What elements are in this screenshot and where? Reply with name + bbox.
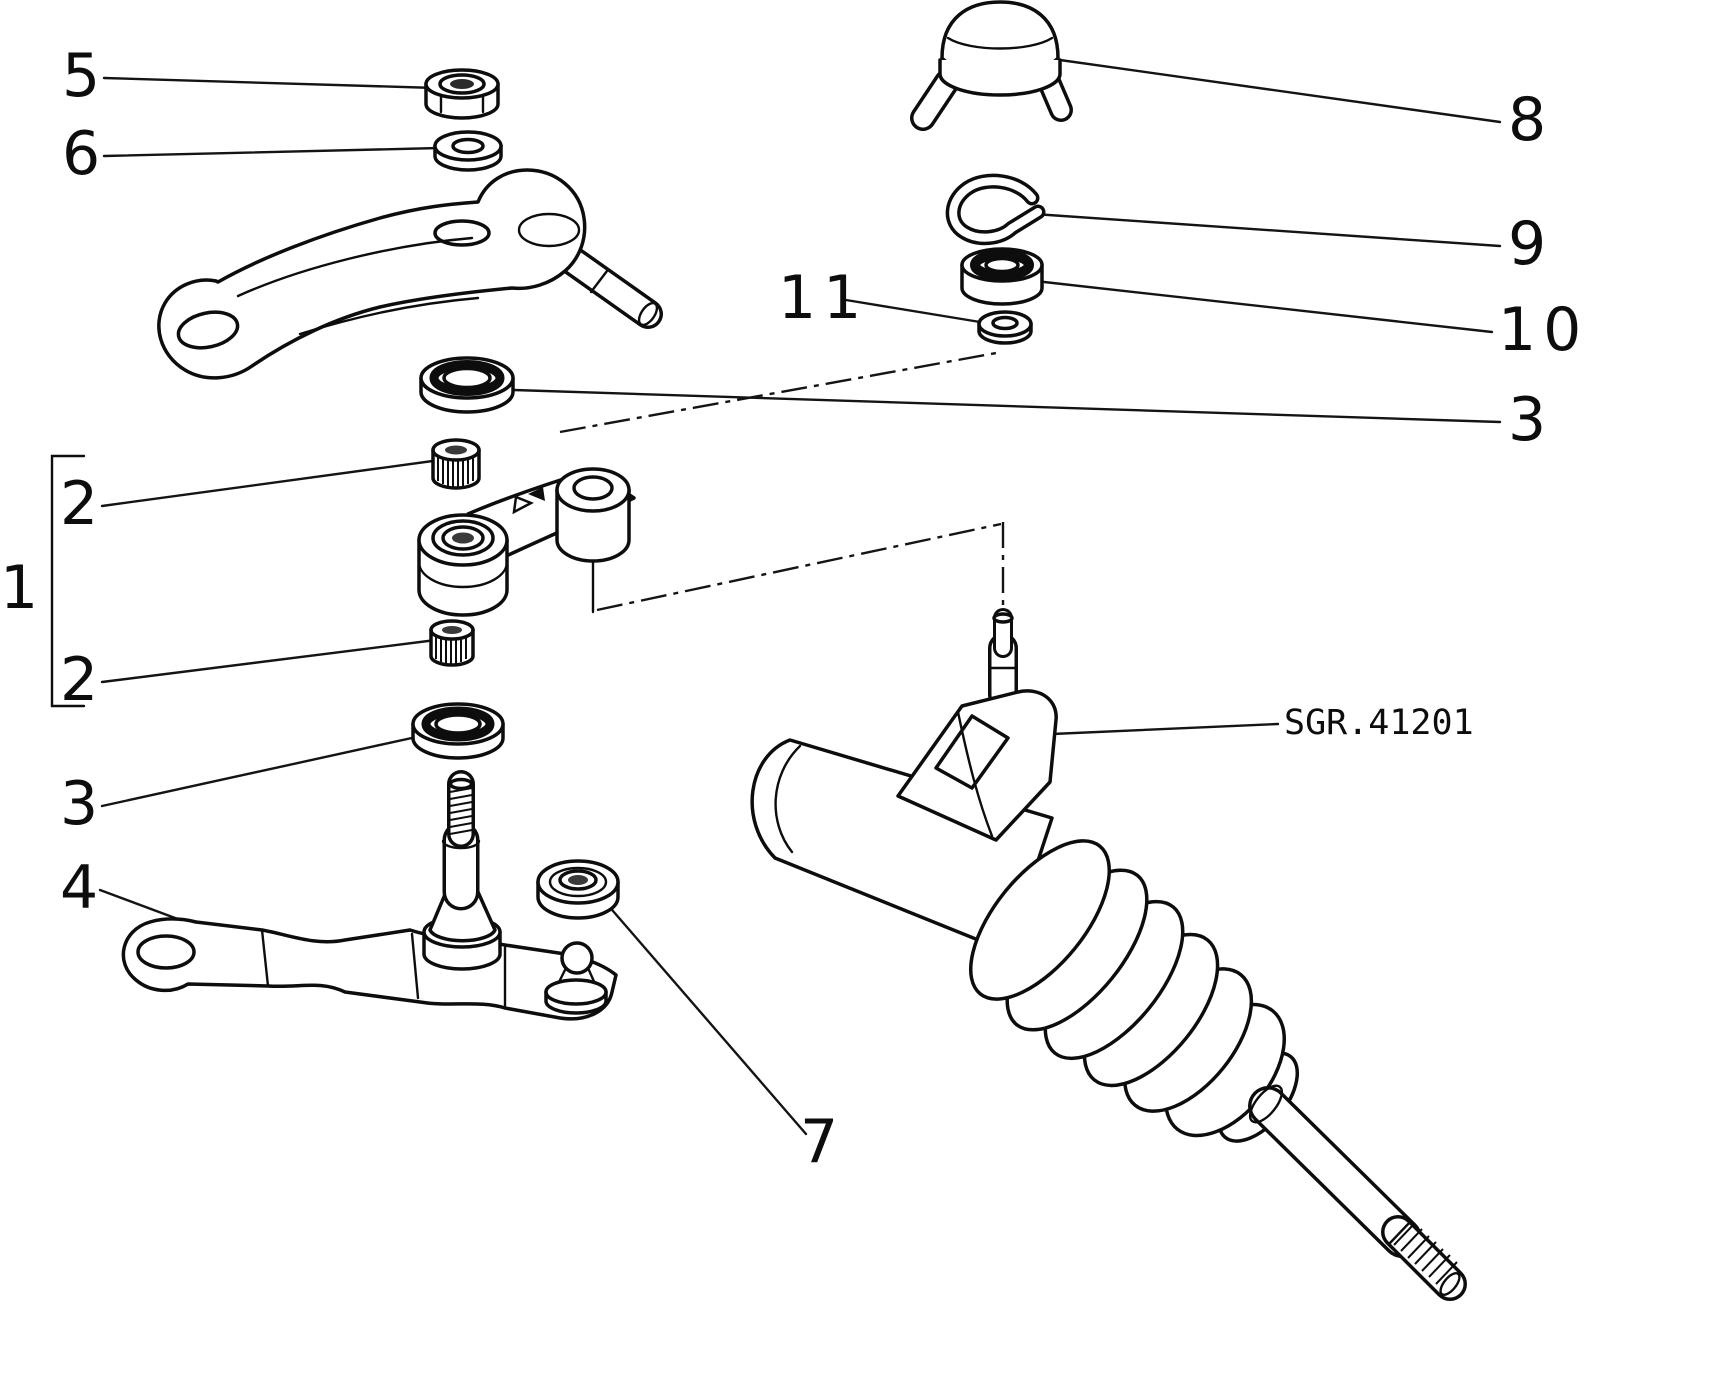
callout-4: 4 — [60, 853, 98, 923]
callout-1-bracket — [50, 454, 86, 708]
reference-code: SGR.41201 — [1284, 703, 1474, 743]
callout-2-upper: 2 — [60, 469, 98, 539]
part-seal-lower — [411, 702, 505, 760]
callout-5: 5 — [62, 41, 100, 111]
callout-3-left: 3 — [60, 769, 98, 839]
steering-gear-assembly — [750, 608, 1467, 1301]
callout-11: 11 — [778, 263, 868, 333]
callout-8: 8 — [1508, 85, 1546, 155]
part-nut — [424, 68, 500, 120]
callout-3-right: 3 — [1508, 385, 1546, 455]
part-washer-upper — [433, 130, 503, 172]
part-seal-upper — [419, 356, 515, 414]
part-cup-washer — [536, 859, 620, 920]
callout-labels: 5 6 2 1 2 3 4 7 11 8 9 10 3 SGR.41201 — [0, 41, 1588, 1177]
part-bearing-lower — [429, 619, 475, 667]
part-clip — [945, 173, 1046, 246]
part-lower-bracket — [121, 917, 618, 1021]
part-cap — [910, 0, 1073, 131]
callout-7: 7 — [800, 1107, 838, 1177]
callout-2-lower: 2 — [60, 645, 98, 715]
leader-lines — [98, 58, 1502, 1136]
callout-10: 10 — [1498, 295, 1588, 365]
part-bearing-upper — [431, 438, 481, 490]
part-bushing-upper-right — [960, 247, 1044, 306]
callout-9: 9 — [1508, 209, 1546, 279]
part-idler-arm — [417, 467, 636, 617]
callout-6: 6 — [62, 119, 100, 189]
part-small-washer — [977, 310, 1033, 345]
callout-1: 1 — [0, 553, 38, 623]
part-upper-bracket — [157, 168, 663, 380]
part-pivot-shaft — [422, 770, 502, 971]
